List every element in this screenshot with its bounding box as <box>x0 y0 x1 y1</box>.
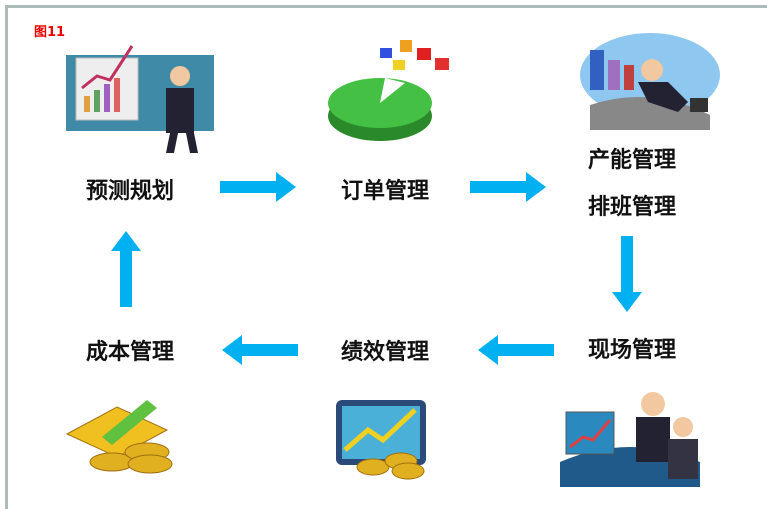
frame-border <box>5 5 767 509</box>
arrow-left-icon <box>478 335 554 365</box>
figure-label: 图11 <box>34 25 66 40</box>
pencil-coins-illustration <box>65 400 173 474</box>
pie-chart-illustration <box>328 40 449 141</box>
step-order-management: 订单管理 <box>340 179 430 204</box>
arrow-down-icon <box>612 236 642 312</box>
presentation-illustration <box>66 45 214 153</box>
meeting-illustration <box>560 392 700 487</box>
arrow-right-icon <box>220 172 296 202</box>
arrow-left-icon <box>222 335 298 365</box>
step-capacity-management: 产能管理 <box>587 148 677 173</box>
arrow-right-icon <box>470 172 546 202</box>
step-performance-management: 绩效管理 <box>340 340 430 365</box>
step-onsite-management: 现场管理 <box>587 338 677 363</box>
arrow-up-icon <box>111 231 141 307</box>
step-scheduling-management: 排班管理 <box>587 195 677 220</box>
step-forecast-planning: 预测规划 <box>85 179 175 204</box>
running-businessman-illustration <box>580 33 720 130</box>
growth-chart-coins-illustration <box>336 400 426 480</box>
step-cost-management: 成本管理 <box>85 340 175 365</box>
